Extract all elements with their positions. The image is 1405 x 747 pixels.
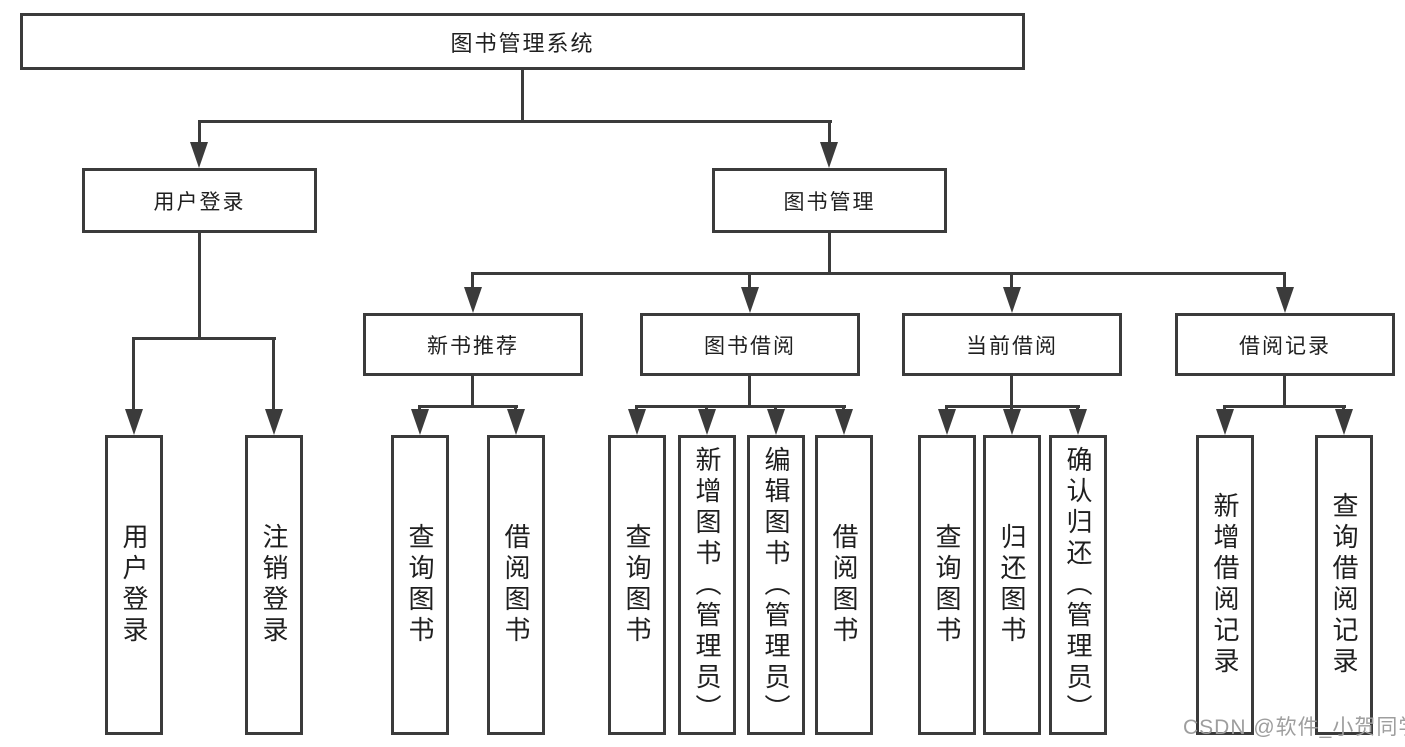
connector-arrow: [1003, 287, 1021, 313]
node-label: 借阅记录: [1239, 334, 1331, 358]
leaf-label: 编辑图书（管理员）: [761, 445, 791, 725]
connector-level1-rail: [198, 120, 832, 123]
connector-userlogin-feeder: [198, 233, 201, 339]
connector-bookborrow-feeder: [748, 376, 751, 407]
leaf-query-books-recommend: 查询图书: [391, 435, 449, 735]
node-label: 图书管理: [783, 190, 876, 214]
leaf-label: 借阅图书: [501, 523, 531, 647]
node-book-management: 图书管理: [712, 168, 947, 233]
leaf-borrow-books: 借阅图书: [815, 435, 873, 735]
leaf-return-books: 归还图书: [983, 435, 1041, 735]
leaf-label: 归还图书: [997, 523, 1027, 647]
leaf-label: 新增借阅记录: [1210, 492, 1240, 678]
connector-bookmgmt-feeder: [828, 233, 831, 275]
connector-arrow: [741, 287, 759, 313]
connector-arrow: [507, 409, 525, 435]
node-label: 图书管理系统: [450, 30, 595, 56]
leaf-label: 查询图书: [405, 523, 435, 647]
connector-records-feeder: [1283, 376, 1286, 407]
leaf-logout: 注销登录: [245, 435, 303, 735]
leaf-query-borrow-record: 查询借阅记录: [1315, 435, 1373, 735]
node-new-book-recommendation: 新书推荐: [363, 313, 583, 376]
connector-arrow: [1216, 409, 1234, 435]
leaf-add-books-admin: 新增图书（管理员）: [678, 435, 736, 735]
leaf-label: 查询借阅记录: [1329, 492, 1359, 678]
connector-drop: [272, 337, 275, 413]
node-library-management-system: 图书管理系统: [20, 13, 1025, 70]
connector-arrow: [820, 142, 838, 168]
connector-drop: [1010, 272, 1013, 292]
csdn-watermark: CSDN @软件_小贺同学: [1183, 716, 1405, 739]
leaf-label: 注销登录: [259, 523, 289, 647]
leaf-label: 确认归还（管理员）: [1063, 445, 1093, 725]
connector-drop: [198, 120, 201, 150]
connector-arrow: [767, 409, 785, 435]
leaf-confirm-return-admin: 确认归还（管理员）: [1049, 435, 1107, 735]
leaf-label: 新增图书（管理员）: [692, 445, 722, 725]
leaf-label: 用户登录: [119, 523, 149, 647]
connector-arrow: [125, 409, 143, 435]
leaf-query-books-current: 查询图书: [918, 435, 976, 735]
connector-userlogin-rail: [132, 337, 276, 340]
connector-root-feeder: [521, 70, 524, 122]
connector-arrow: [1335, 409, 1353, 435]
connector-arrow: [835, 409, 853, 435]
connector-records-rail: [1223, 405, 1346, 408]
node-label: 用户登录: [153, 190, 246, 214]
connector-level2-rail: [471, 272, 1286, 275]
connector-drop: [471, 272, 474, 292]
node-label: 图书借阅: [704, 334, 796, 358]
leaf-edit-books-admin: 编辑图书（管理员）: [747, 435, 805, 735]
connector-drop: [748, 272, 751, 292]
connector-arrow: [190, 142, 208, 168]
connector-drop: [1283, 272, 1286, 292]
node-book-borrowing: 图书借阅: [640, 313, 860, 376]
node-borrowing-records: 借阅记录: [1175, 313, 1395, 376]
node-label: 新书推荐: [427, 334, 519, 358]
connector-arrow: [628, 409, 646, 435]
connector-arrow: [411, 409, 429, 435]
connector-arrow: [938, 409, 956, 435]
node-user-login: 用户登录: [82, 168, 317, 233]
connector-drop: [828, 120, 831, 150]
leaf-add-borrow-record: 新增借阅记录: [1196, 435, 1254, 735]
connector-arrow: [1069, 409, 1087, 435]
connector-arrow: [265, 409, 283, 435]
node-label: 当前借阅: [966, 334, 1058, 358]
leaf-label: 借阅图书: [829, 523, 859, 647]
leaf-label: 查询图书: [622, 523, 652, 647]
connector-drop: [132, 337, 135, 413]
connector-arrow: [698, 409, 716, 435]
connector-arrow: [1003, 409, 1021, 435]
leaf-borrow-books-recommend: 借阅图书: [487, 435, 545, 735]
leaf-query-books: 查询图书: [608, 435, 666, 735]
connector-bookborrow-rail: [635, 405, 846, 408]
leaf-user-login: 用户登录: [105, 435, 163, 735]
node-current-borrowing: 当前借阅: [902, 313, 1122, 376]
connector-newbook-rail: [418, 405, 518, 408]
connector-currentborrow-feeder: [1010, 376, 1013, 407]
leaf-label: 查询图书: [932, 523, 962, 647]
connector-newbook-feeder: [471, 376, 474, 407]
connector-arrow: [464, 287, 482, 313]
connector-arrow: [1276, 287, 1294, 313]
